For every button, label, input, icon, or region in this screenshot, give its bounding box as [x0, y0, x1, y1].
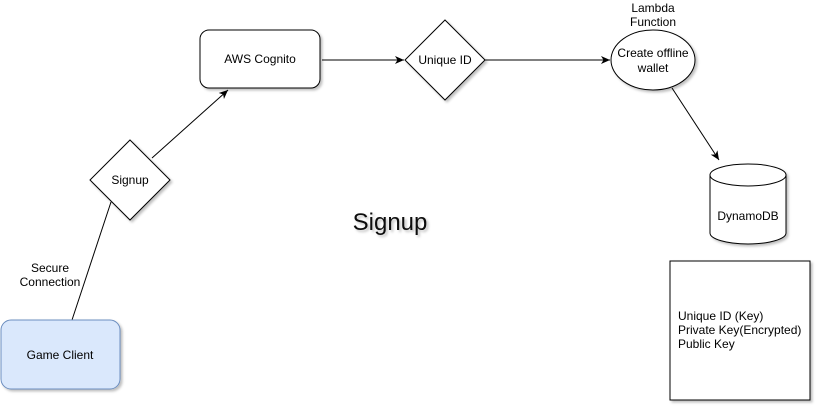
lambda-function-node[interactable]: [610, 29, 696, 91]
edge-label-secure-line2: Connection: [20, 275, 81, 289]
game-client-node[interactable]: [0, 319, 121, 390]
unique-id-node-label: Unique ID: [418, 53, 472, 67]
signup-node-label: Signup: [111, 173, 149, 187]
aws-cognito-node[interactable]: [199, 29, 321, 89]
lambda-label-line1: Create offline: [617, 46, 688, 60]
edge-label-secure-line1: Secure: [31, 261, 69, 275]
lambda-caption-line2: Function: [630, 15, 676, 29]
schema-field-public-key: Public Key: [678, 337, 735, 351]
diagram-title: Signup: [353, 209, 428, 236]
dynamodb-label: DynamoDB: [717, 209, 778, 223]
unique-id-decision-node[interactable]: [404, 19, 486, 101]
game-client-label: Game Client: [27, 348, 94, 362]
edge-client-to-signup: [71, 201, 112, 321]
dynamodb-database-node[interactable]: [709, 163, 787, 245]
lambda-label-line2: wallet: [637, 61, 669, 75]
schema-field-private-key: Private Key(Encrypted): [678, 323, 801, 337]
edge-signup-to-cognito: [151, 89, 229, 159]
signup-decision-node[interactable]: [89, 139, 171, 221]
edge-lambda-to-dynamodb: [671, 87, 720, 161]
schema-field-unique-id: Unique ID (Key): [678, 309, 763, 323]
lambda-caption-line1: Lambda: [631, 1, 675, 15]
dynamodb-schema-box: [669, 260, 811, 401]
aws-cognito-label: AWS Cognito: [224, 52, 296, 66]
